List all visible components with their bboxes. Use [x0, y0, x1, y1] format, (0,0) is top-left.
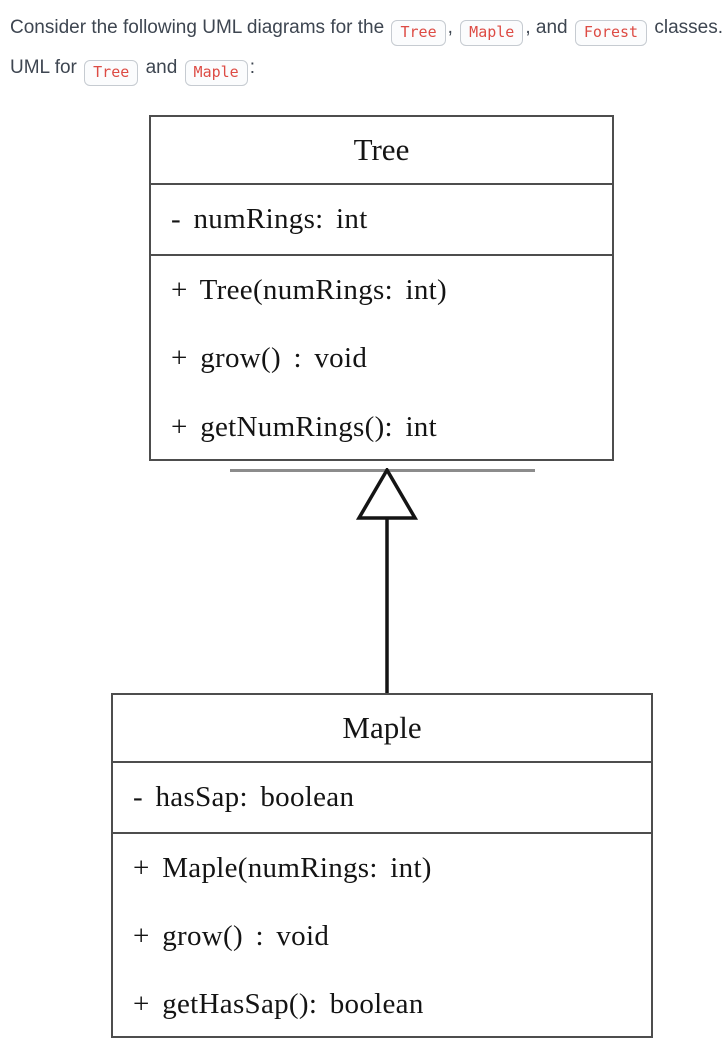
caption-text-3: :: [249, 57, 255, 78]
code-pill-maple-2: Maple: [184, 60, 248, 86]
inheritance-arrow-icon: [355, 468, 419, 696]
tree-methods-section: + Tree(numRings: int) + grow() : void + …: [151, 256, 612, 462]
code-pill-maple: Maple: [460, 20, 524, 46]
uml-caption: UML for Tree and Maple:: [10, 54, 255, 86]
maple-method: + grow() : void: [133, 919, 330, 952]
code-pill-tree: Tree: [391, 20, 446, 46]
maple-class-name: Maple: [113, 695, 651, 763]
caption-text-2: and: [145, 57, 178, 78]
maple-method: + getHasSap(): boolean: [133, 987, 424, 1020]
intro-text-3: , and: [525, 17, 568, 38]
maple-method: + Maple(numRings: int): [133, 851, 432, 884]
inheritance-base-line: [230, 469, 535, 472]
uml-class-maple: Maple - hasSap: boolean + Maple(numRings…: [111, 693, 653, 1038]
tree-attributes-section: - numRings: int: [151, 185, 612, 256]
intro-text-4: classes.: [654, 17, 723, 38]
code-pill-forest: Forest: [574, 20, 648, 46]
uml-class-tree: Tree - numRings: int + Tree(numRings: in…: [149, 115, 614, 461]
tree-method: + grow() : void: [171, 342, 368, 375]
maple-attribute: - hasSap: boolean: [133, 781, 355, 813]
tree-class-name: Tree: [151, 117, 612, 185]
caption-text-1: UML for: [10, 57, 77, 78]
tree-attribute: - numRings: int: [171, 203, 368, 235]
intro-text-2: ,: [447, 17, 453, 38]
intro-sentence: Consider the following UML diagrams for …: [10, 14, 723, 46]
maple-methods-section: + Maple(numRings: int) + grow() : void +…: [113, 834, 651, 1038]
code-pill-tree-2: Tree: [84, 60, 139, 86]
maple-attributes-section: - hasSap: boolean: [113, 763, 651, 834]
tree-method: + Tree(numRings: int): [171, 273, 447, 306]
tree-method: + getNumRings(): int: [171, 410, 437, 443]
intro-text-1: Consider the following UML diagrams for …: [10, 17, 385, 38]
